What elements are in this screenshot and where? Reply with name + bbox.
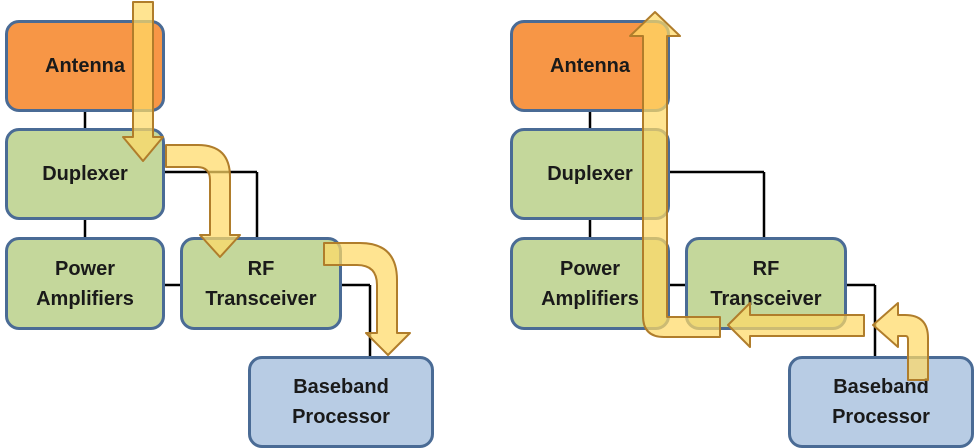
duplexer-block: Duplexer (5, 128, 165, 220)
rf-transceiver-block: RF Transceiver (180, 237, 342, 330)
rf-transceiver-to-antenna-path-arrow (727, 302, 865, 348)
antenna-uplink-arrow (629, 11, 721, 338)
antenna-to-duplexer-arrow (122, 1, 164, 162)
transmit-signal-arrows (629, 11, 929, 381)
transmit-path-panel: Antenna Duplexer Power Amplifiers RF Tra… (488, 0, 976, 448)
duplexer-to-rf-transceiver-arrow (165, 144, 241, 258)
power-amplifiers-block: Power Amplifiers (5, 237, 165, 330)
connector-lines (588, 110, 877, 357)
receive-path-panel: Antenna Duplexer Power Amplifiers RF Tra… (5, 1, 434, 448)
rf-transceiver-to-baseband-arrow (323, 242, 411, 356)
baseband-processor-block: Baseband Processor (248, 356, 434, 448)
baseband-processor-block: Baseband Processor (788, 356, 974, 448)
receive-signal-arrows (122, 1, 411, 356)
baseband-to-rf-transceiver-arrow (872, 302, 929, 381)
